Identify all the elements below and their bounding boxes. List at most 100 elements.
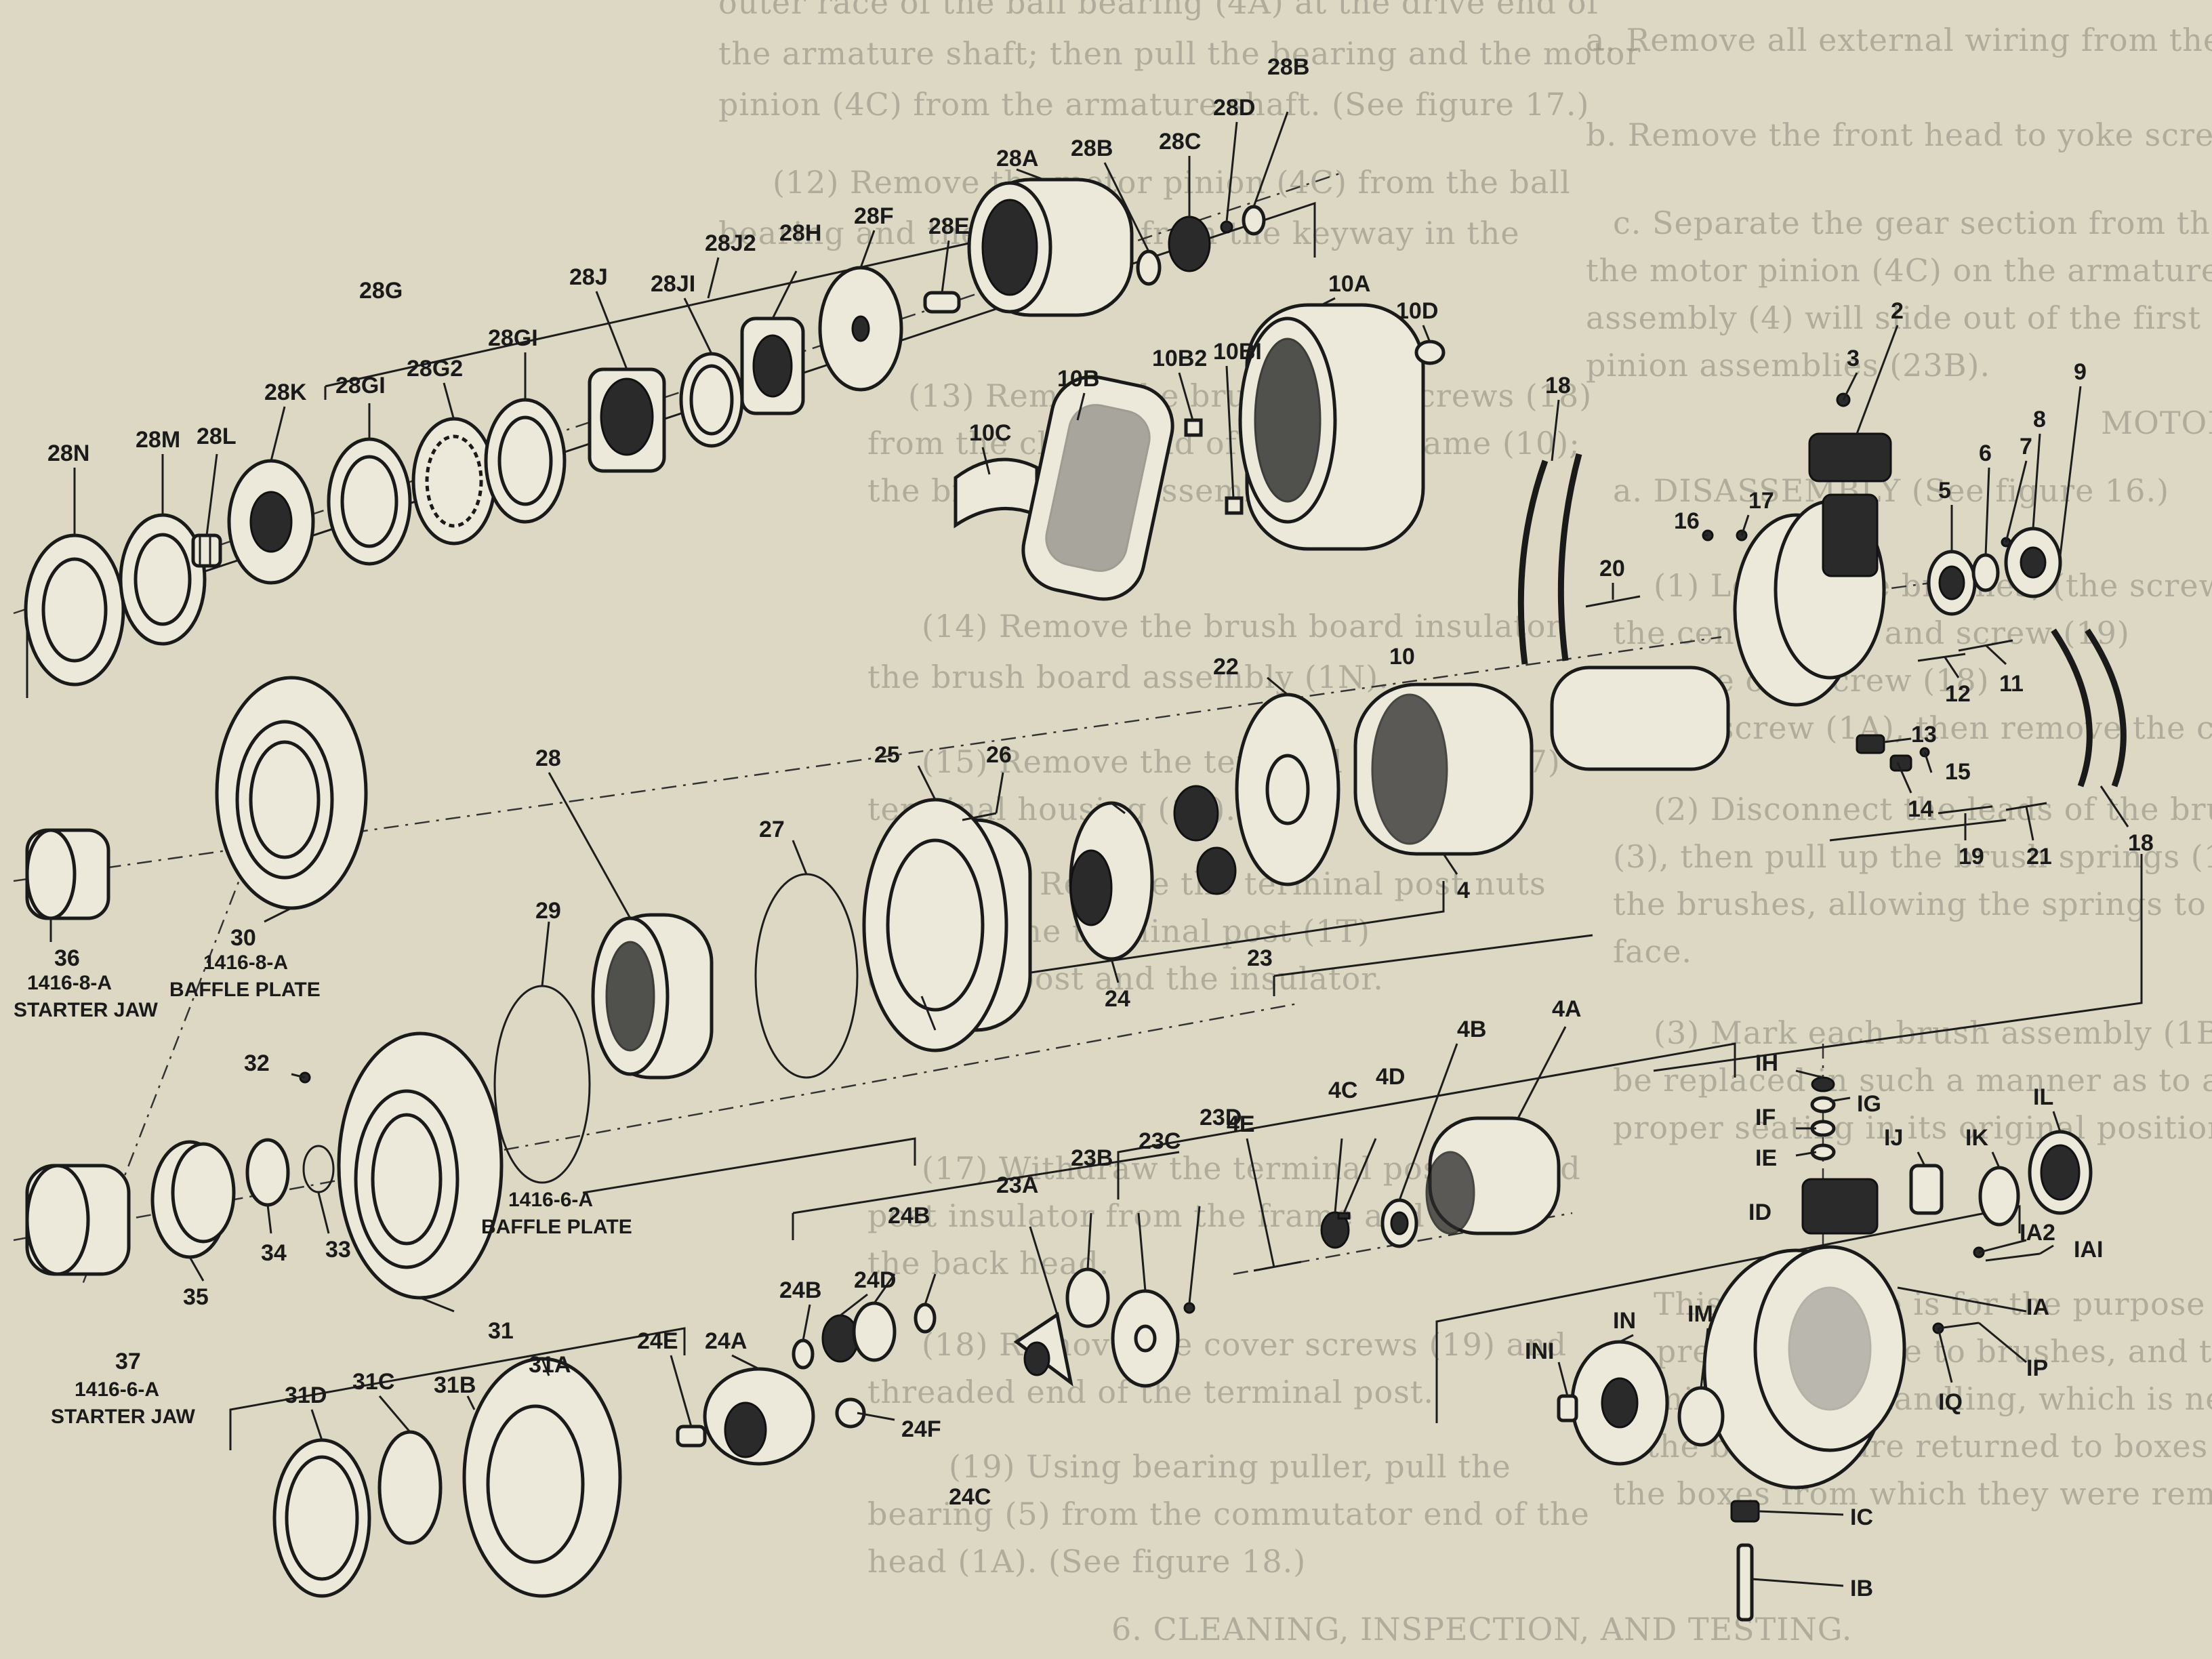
label-28G: 28G <box>359 278 403 304</box>
label-IA: IA <box>2026 1294 2049 1320</box>
label-28: 28 <box>535 745 561 771</box>
label-IB: IB <box>1850 1576 1873 1601</box>
bracket-1-right <box>1653 854 2143 1072</box>
label-6: 6 <box>1979 441 1992 466</box>
part-4B-bearing <box>1380 1198 1418 1248</box>
bg-line: from the closed end of the field frame (… <box>867 425 1580 462</box>
label-10D: 10D <box>1396 298 1438 324</box>
label-37: 37 <box>115 1349 141 1374</box>
label-8: 8 <box>2033 407 2046 432</box>
part-24E-pin <box>676 1425 707 1448</box>
bg-line: (14) Remove the brush board insulator <box>922 608 1561 644</box>
part-4-armature <box>1353 665 1730 856</box>
bg-line: the back head. <box>867 1245 1109 1282</box>
part-18-band-b <box>2051 628 2127 787</box>
bg-line: pinion assemblies (23B). <box>1586 347 1990 384</box>
part-10BI-screw <box>1225 496 1244 515</box>
label-29: 29 <box>535 898 561 924</box>
part-28C-gear <box>1168 216 1211 272</box>
bg-line: (3), then pull up the brush springs (1N1… <box>1613 838 2212 875</box>
label-4D: 4D <box>1376 1064 1405 1090</box>
part-24-ring-gear <box>1069 801 1154 961</box>
label-23: 23 <box>1247 945 1273 971</box>
part-13-connector <box>1856 734 1885 754</box>
part-23D-screw <box>1183 1302 1195 1314</box>
part-26-screw <box>962 812 997 821</box>
label-IAI: IAI <box>2074 1237 2103 1263</box>
label-24E: 24E <box>637 1328 678 1354</box>
label-12: 12 <box>1945 681 1971 707</box>
caption-37-name: STARTER JAW <box>51 1406 195 1428</box>
label-10BI: 10BI <box>1213 339 1262 365</box>
bg-line: bearing (5) from the commutator end of t… <box>867 1496 1590 1532</box>
label-35: 35 <box>183 1284 209 1310</box>
part-IH-nut <box>1811 1076 1835 1092</box>
label-18-b: 18 <box>2128 830 2154 856</box>
caption-37-code: 1416-6-A <box>75 1378 159 1401</box>
bg-line: pinion (4C) from the armature shaft. (Se… <box>718 86 1589 123</box>
bg-line: c. Separate the gear section from the mo… <box>1613 205 2212 241</box>
label-28JI: 28JI <box>651 271 695 297</box>
label-24C: 24C <box>949 1484 991 1510</box>
bg-line: the brushes, allowing the springs to res… <box>1613 886 2212 922</box>
leader-lines <box>49 111 2129 1587</box>
label-28K: 28K <box>264 380 307 405</box>
label-26: 26 <box>986 742 1012 768</box>
label-19: 19 <box>1959 844 1984 869</box>
part-10B2-screw <box>1184 418 1203 437</box>
part-28G2-friction-disc <box>411 417 497 546</box>
label-28B: 28B <box>1071 136 1113 161</box>
bg-line: 6. CLEANING, INSPECTION, AND TESTING. <box>1111 1611 1852 1647</box>
label-IH: IH <box>1755 1050 1778 1076</box>
bg-line: outer race of the ball bearing (4A) at t… <box>718 0 1600 21</box>
part-28E-pin <box>923 291 961 314</box>
bracket-group-28 <box>26 201 1316 698</box>
label-17: 17 <box>1748 488 1774 514</box>
label-33: 33 <box>325 1237 351 1263</box>
part-4A-armature <box>1425 1116 1561 1235</box>
label-23A: 23A <box>996 1172 1038 1198</box>
part-IM-washer <box>1677 1386 1725 1447</box>
part-30-baffle-plate <box>215 676 368 910</box>
part-24D-bearing <box>821 1314 859 1363</box>
part-28JI-ring <box>679 352 744 448</box>
label-2: 2 <box>1891 298 1904 324</box>
label-15: 15 <box>1945 759 1971 785</box>
part-18-band <box>1517 453 1582 665</box>
part-24B-washer-b <box>914 1303 937 1334</box>
label-10A: 10A <box>1328 271 1370 297</box>
label-INI: INI <box>1525 1338 1554 1364</box>
part-23-planet-carrier <box>1173 785 1237 895</box>
part-24F-washer <box>835 1397 866 1429</box>
part-IN-brush-board <box>1570 1340 1669 1466</box>
label-10C: 10C <box>969 420 1011 446</box>
part-24A-carrier <box>703 1367 815 1466</box>
bg-line: be replaced in such a manner as to allow <box>1613 1062 2212 1099</box>
part-28H-gear <box>740 316 805 415</box>
label-24B: 24B <box>779 1277 821 1303</box>
part-20-pin <box>1585 595 1641 608</box>
part-31C-ring <box>377 1430 443 1545</box>
part-IL-bearing <box>2028 1130 2093 1215</box>
label-28D: 28D <box>1213 95 1255 121</box>
label-4A: 4A <box>1552 996 1581 1022</box>
label-23B: 23B <box>1071 1145 1113 1171</box>
part-28N-seal-ring <box>24 533 125 687</box>
label-28J2: 28J2 <box>705 230 756 256</box>
label-28A: 28A <box>996 146 1038 171</box>
part-23B-gear <box>1065 1267 1110 1328</box>
label-7: 7 <box>2020 434 2032 459</box>
part-28B-washer <box>1136 249 1162 286</box>
part-36-starter-jaw <box>25 828 110 920</box>
label-4C: 4C <box>1328 1078 1357 1103</box>
label-10B: 10B <box>1057 366 1099 392</box>
label-28M: 28M <box>136 427 180 453</box>
part-IC-brush <box>1730 1500 1760 1523</box>
label-34: 34 <box>261 1240 287 1266</box>
label-ID: ID <box>1748 1200 1771 1225</box>
label-28C: 28C <box>1159 129 1201 155</box>
label-28L: 28L <box>197 424 237 449</box>
bg-line: (2) Disconnect the leads of the brushes <box>1654 791 2212 827</box>
label-18: 18 <box>1545 373 1571 398</box>
label-28GI: 28GI <box>335 373 386 398</box>
